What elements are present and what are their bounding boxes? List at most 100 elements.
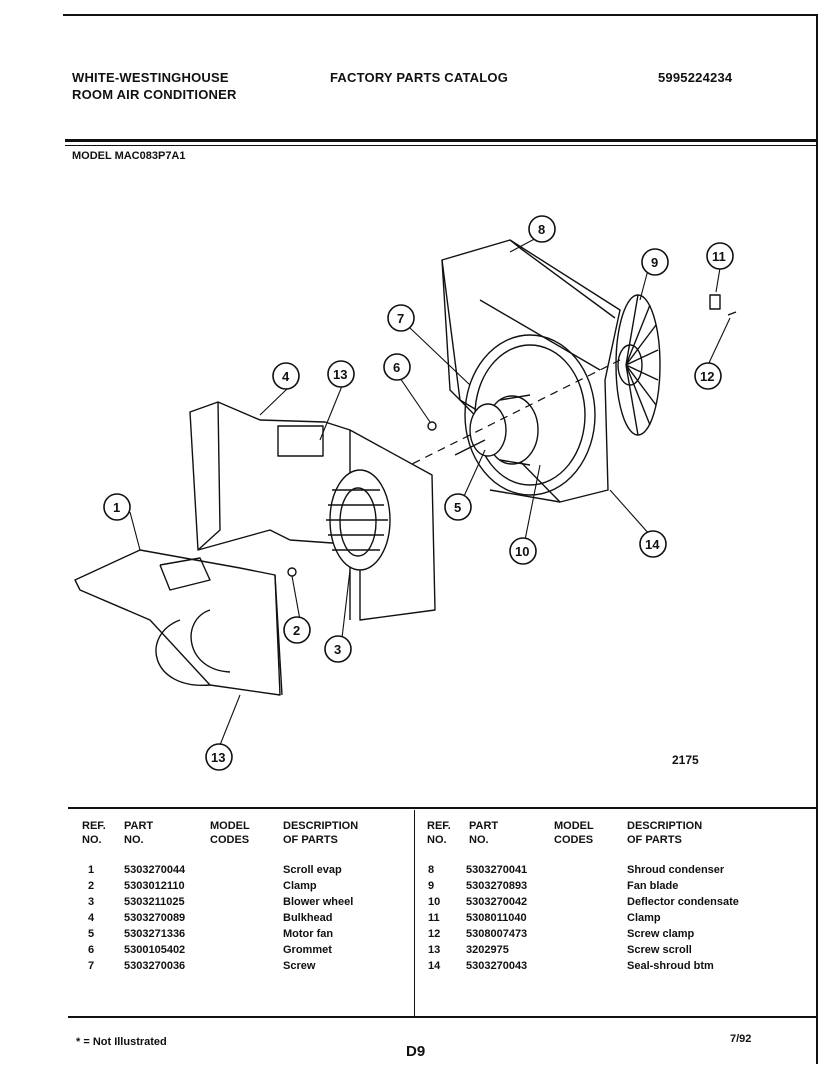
table-row-part: 5303270042 [466, 896, 528, 908]
catalog-title: FACTORY PARTS CATALOG [330, 70, 509, 85]
svg-text:1: 1 [113, 500, 120, 515]
table-row-desc: Bulkhead [283, 912, 333, 924]
callout-14: 14 [639, 530, 667, 558]
table-row-part: 5300105402 [124, 944, 186, 956]
callout-2: 2 [283, 616, 311, 644]
table-row-desc: Screw scroll [627, 944, 692, 956]
table-row-ref: 11 [428, 912, 440, 924]
callout-4: 4 [272, 362, 300, 390]
table-row-part: 5303270036 [124, 960, 186, 972]
table-row-desc: Deflector condensate [627, 896, 739, 908]
table-row-desc: Grommet [283, 944, 332, 956]
svg-text:12: 12 [700, 369, 714, 384]
brand-block: WHITE-WESTINGHOUSE ROOM AIR CONDITIONER [72, 69, 237, 103]
table-row-ref: 9 [428, 880, 435, 892]
callout-5: 5 [444, 493, 472, 521]
brand-name: WHITE-WESTINGHOUSE [72, 70, 229, 85]
left-ref-column: 1 2 3 4 5 6 7 [88, 862, 108, 974]
clamp-11-part [709, 294, 721, 310]
svg-text:6: 6 [393, 360, 400, 375]
callout-12: 12 [694, 362, 722, 390]
table-row-desc: Screw clamp [627, 928, 695, 940]
table-row-part: 5303270044 [124, 864, 186, 876]
table-row-part: 5303270043 [466, 960, 528, 972]
table-row-desc: Shroud condenser [627, 864, 725, 876]
callout-8: 8 [528, 215, 556, 243]
blower-wheel-part [326, 469, 391, 571]
model-number: MODEL MAC083P7A1 [72, 150, 186, 162]
table-row-ref: 8 [428, 864, 435, 876]
exploded-parts-diagram: 8 9 11 12 7 6 4 13 5 10 14 1 2 3 13 [74, 215, 737, 771]
table-row-part: 5303211025 [124, 896, 185, 908]
table-row-ref: 12 [428, 928, 441, 940]
table-row-part: 5303270089 [124, 912, 186, 924]
header-ref-no-right: REF.NO. [427, 820, 451, 846]
table-row-ref: 5 [88, 928, 95, 940]
table-row-desc: Clamp [627, 912, 661, 924]
callout-7: 7 [387, 304, 415, 332]
table-row-desc: Screw [283, 960, 316, 972]
svg-text:13: 13 [211, 750, 225, 765]
table-row-ref: 4 [88, 912, 95, 924]
right-desc-column: Shroud condenser Fan blade Deflector con… [627, 862, 739, 974]
svg-text:11: 11 [712, 249, 726, 264]
scroll-evap-part [74, 549, 283, 696]
callout-9: 9 [641, 248, 669, 276]
table-row-desc: Fan blade [627, 880, 679, 892]
svg-text:2: 2 [293, 623, 300, 638]
table-row-desc: Scroll evap [283, 864, 342, 876]
callout-6: 6 [383, 353, 411, 381]
left-desc-column: Scroll evap Clamp Blower wheel Bulkhead … [283, 862, 353, 974]
svg-text:10: 10 [515, 544, 529, 559]
table-row-part: 5303270893 [466, 880, 528, 892]
header-rule [65, 139, 817, 142]
callout-13-bottom: 13 [205, 743, 233, 771]
svg-text:7: 7 [397, 311, 404, 326]
table-row-part: 5303270041 [466, 864, 528, 876]
not-illustrated-note: * = Not Illustrated [76, 1036, 167, 1048]
page-border [63, 14, 818, 1064]
figure-number: 2175 [672, 753, 699, 767]
svg-text:9: 9 [651, 255, 658, 270]
header-ref-no: REF.NO. [82, 820, 106, 846]
table-row-ref: 1 [88, 864, 95, 876]
screw-clamp-part [727, 311, 737, 316]
page-number: D9 [406, 1043, 426, 1060]
svg-text:14: 14 [645, 537, 660, 552]
shroud-condenser-part [441, 239, 621, 503]
svg-text:8: 8 [538, 222, 545, 237]
table-row-desc: Clamp [283, 880, 317, 892]
revision-date: 7/92 [730, 1033, 752, 1045]
table-row-part: 5303012110 [124, 880, 185, 892]
table-row-ref: 2 [88, 880, 95, 892]
table-row-part: 3202975 [466, 944, 509, 956]
clamp-part [287, 567, 297, 577]
grommet-part [427, 421, 437, 431]
right-ref-column: 8 9 10 11 12 13 14 [428, 862, 440, 974]
svg-text:4: 4 [282, 369, 290, 384]
svg-text:3: 3 [334, 642, 341, 657]
right-part-column: 5303270041 5303270893 5303270042 5308011… [466, 862, 527, 974]
table-row-ref: 6 [88, 944, 95, 956]
svg-text:13: 13 [333, 367, 347, 382]
callout-11: 11 [706, 242, 734, 270]
callout-13-top: 13 [327, 360, 355, 388]
table-row-ref: 10 [428, 896, 441, 908]
left-part-column: 5303270044 5303012110 5303211025 5303270… [124, 862, 185, 974]
callout-1: 1 [103, 493, 131, 521]
product-type: ROOM AIR CONDITIONER [72, 87, 237, 102]
table-row-ref: 14 [428, 960, 441, 972]
motor-fan-part [454, 394, 539, 466]
catalog-number: 5995224234 [658, 70, 733, 85]
fan-blade-part [615, 294, 661, 436]
table-row-desc: Motor fan [283, 928, 334, 940]
table-row-ref: 7 [88, 960, 95, 972]
table-row-part: 5303271336 [124, 928, 186, 940]
table-row-ref: 13 [428, 944, 441, 956]
table-row-desc: Seal-shroud btm [627, 960, 714, 972]
